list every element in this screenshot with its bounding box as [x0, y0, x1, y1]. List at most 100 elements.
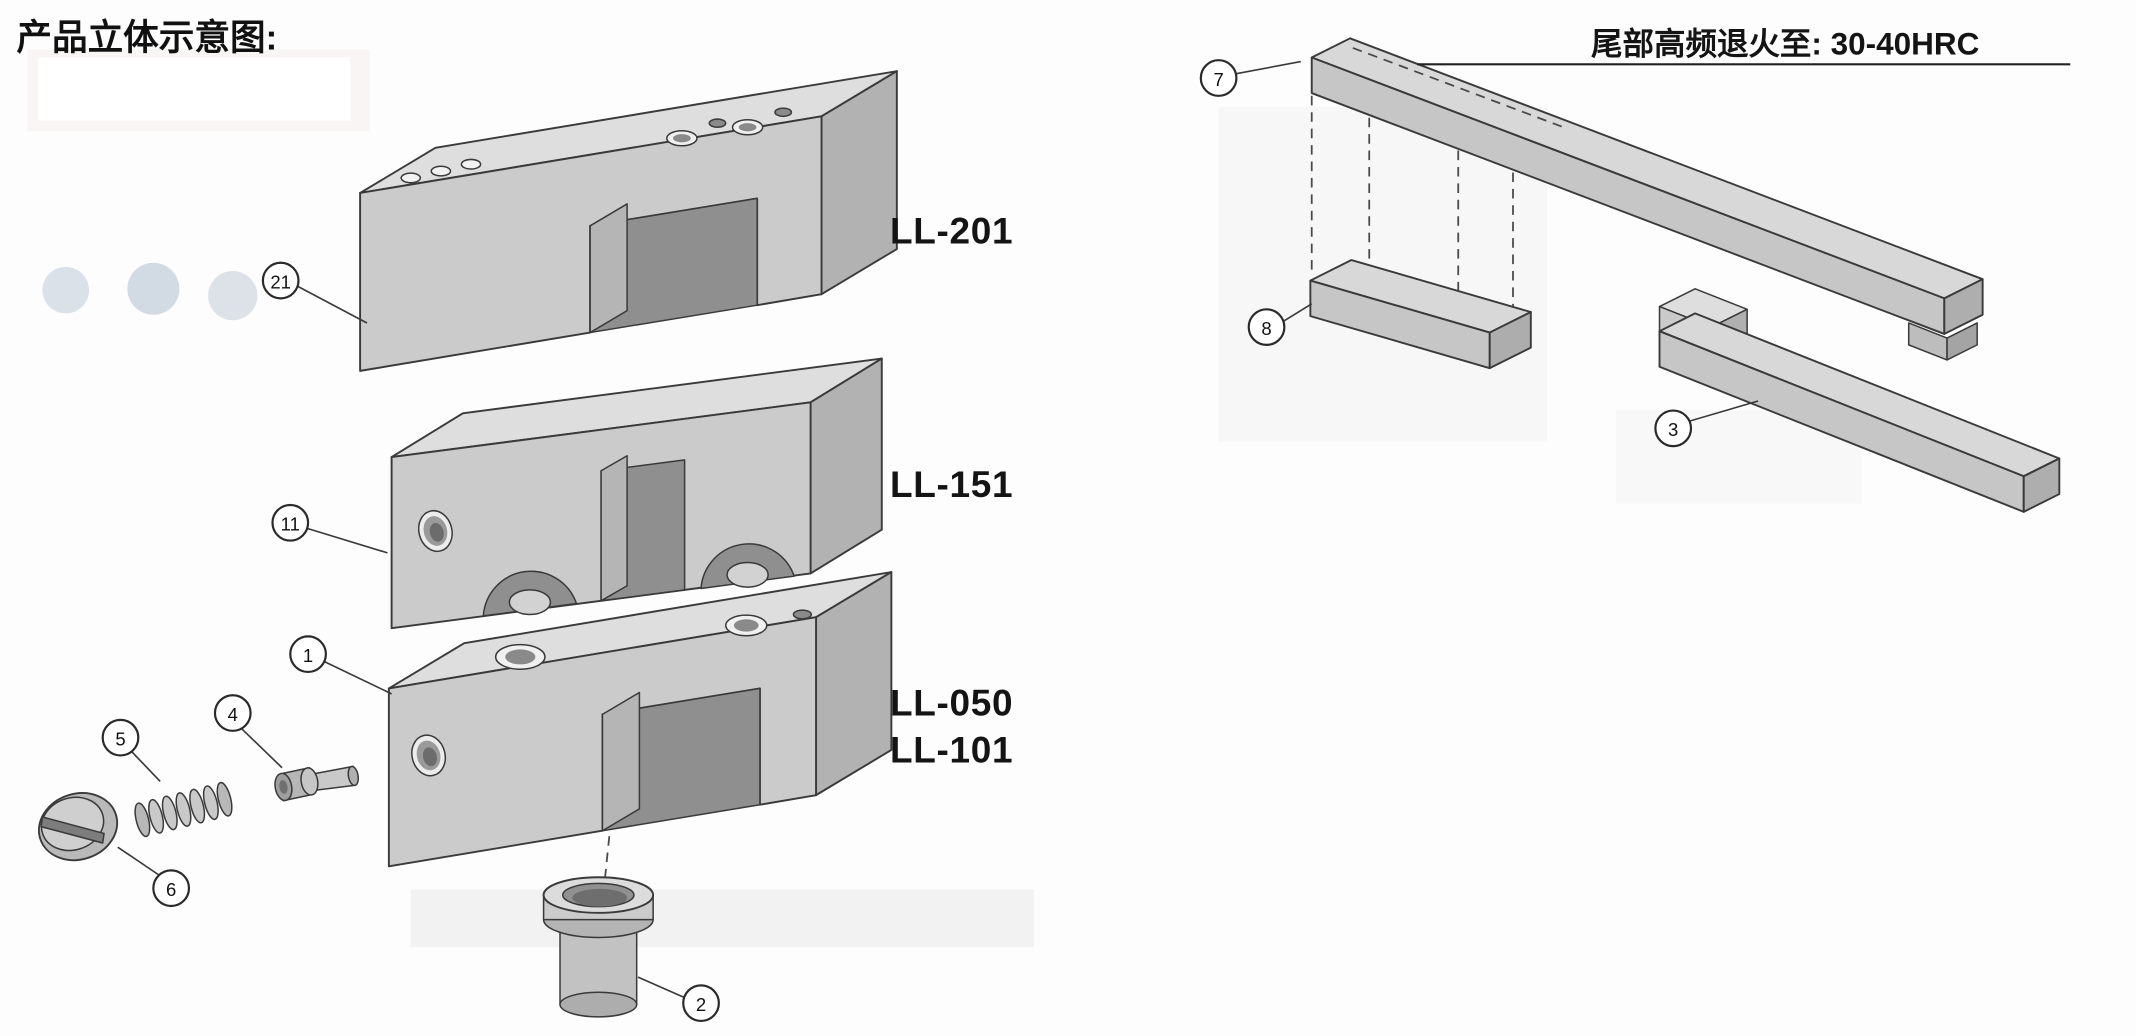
- callout-leader: [637, 976, 685, 999]
- bushing-bottom: [559, 991, 638, 1018]
- right-assembly-latch-bars: 尾部高频退火至: 30-40HRC 7 8 3: [1199, 27, 2071, 513]
- block-ll-201: [359, 70, 898, 372]
- callout-leader: [1234, 60, 1301, 75]
- callout-leader: [296, 285, 368, 324]
- callout-number: 5: [115, 729, 125, 750]
- bushing-part: [542, 876, 655, 1018]
- part-callout-7: 7: [1199, 59, 1301, 97]
- callout-circle: [152, 869, 191, 908]
- callout-circle: [1654, 409, 1693, 448]
- counterbore-hole-inner: [738, 123, 757, 132]
- callout-number: 1: [303, 645, 313, 666]
- spring-part: [134, 781, 233, 838]
- part-callout-11: 11: [271, 503, 388, 554]
- model-label-ll-151: LL-151: [890, 464, 1013, 505]
- part-callout-6: 6: [117, 846, 191, 908]
- top-hole: [460, 158, 482, 170]
- callout-leader: [1282, 303, 1313, 323]
- spring-coil: [134, 802, 151, 838]
- callout-circle: [101, 718, 140, 757]
- annealed-zone-dashed-line: [1352, 47, 1564, 129]
- latch-bar-part-7: [1310, 37, 1984, 361]
- callout-leader: [130, 750, 161, 783]
- spring-coil: [216, 781, 233, 817]
- screw-socket: [279, 780, 288, 794]
- callout-number: 21: [270, 271, 291, 292]
- callout-leader: [306, 527, 388, 554]
- bar-end-face: [2022, 457, 2061, 513]
- part-callout-3: 3: [1654, 400, 1759, 448]
- callout-leader: [117, 846, 161, 877]
- callout-circle: [1247, 308, 1286, 346]
- notch-inner-wall: [589, 203, 628, 334]
- roller-pin: [726, 561, 769, 588]
- model-label-ll-201: LL-201: [890, 211, 1013, 252]
- callout-number: 4: [228, 704, 238, 725]
- block-ll-050: [387, 571, 893, 890]
- hook-tooth-side: [1946, 322, 1978, 361]
- top-hole: [774, 107, 793, 118]
- block-side-face: [1488, 311, 1532, 370]
- page-title: 产品立体示意图:: [16, 17, 277, 57]
- screw-head-face: [300, 767, 319, 796]
- notch-inner-wall: [600, 454, 628, 602]
- callout-circle: [289, 635, 327, 674]
- ghost-dot: [127, 262, 180, 315]
- callout-number: 6: [166, 879, 176, 900]
- top-hole: [708, 118, 727, 129]
- model-label-ll-101: LL-101: [890, 729, 1013, 770]
- spring-coil: [202, 785, 219, 821]
- plug-slot: [40, 816, 105, 844]
- whiteout-box: [38, 57, 351, 121]
- callout-circle: [271, 503, 310, 542]
- side-bore-deep: [422, 747, 438, 767]
- spring-coil: [175, 792, 192, 827]
- callout-circle: [1199, 59, 1238, 97]
- top-hole: [400, 172, 422, 184]
- callout-number: 2: [696, 994, 706, 1015]
- spring-coil: [189, 788, 206, 824]
- part-callout-21: 21: [261, 261, 368, 324]
- stop-block-part-8: [1309, 259, 1532, 370]
- block-ll-151: [390, 357, 883, 630]
- scan-artifacts: [27, 49, 1863, 948]
- ghost-dot: [42, 266, 89, 314]
- ghost-band: [410, 889, 1034, 948]
- callout-number: 11: [281, 514, 300, 535]
- centerline-dashed: [602, 836, 611, 890]
- side-bore-deep: [429, 522, 444, 542]
- callout-circle: [213, 694, 252, 732]
- screw-tip: [347, 765, 360, 787]
- heat-treatment-annotation: 尾部高频退火至: 30-40HRC: [1591, 27, 1979, 62]
- part-callout-8: 8: [1247, 303, 1313, 346]
- callout-leader: [1688, 400, 1759, 423]
- top-hole: [430, 165, 452, 177]
- spring-coil: [161, 795, 178, 831]
- counterbore-hole-inner: [672, 134, 691, 143]
- callout-circle: [261, 261, 300, 300]
- callout-circle: [682, 984, 720, 1023]
- ghost-dot: [208, 270, 258, 321]
- top-hole: [792, 609, 813, 620]
- callout-number: 3: [1668, 419, 1678, 440]
- callout-number: 8: [1261, 318, 1271, 339]
- bar-end-face: [1943, 278, 1984, 335]
- callout-number: 7: [1213, 69, 1223, 90]
- part-callout-4: 4: [213, 694, 283, 769]
- part-callout-5: 5: [101, 718, 161, 783]
- roller-pin: [508, 589, 552, 616]
- screw-part: [274, 765, 360, 802]
- projection-lines: [1310, 95, 1514, 308]
- counterbore-hole-inner: [733, 619, 759, 632]
- callout-leader: [240, 727, 283, 769]
- part-callout-1: 1: [289, 635, 392, 695]
- bushing-bore-inner: [572, 888, 628, 907]
- slotted-plug-part: [37, 792, 119, 862]
- spring-coil: [148, 798, 165, 834]
- counterbore-hole-inner: [505, 649, 536, 665]
- latch-bar-part-3: [1658, 288, 2061, 513]
- left-assembly-exploded-view: LL-201 LL-151 LL-050 LL-101 21 11 1 5: [37, 70, 1013, 1023]
- callout-leader: [322, 660, 392, 695]
